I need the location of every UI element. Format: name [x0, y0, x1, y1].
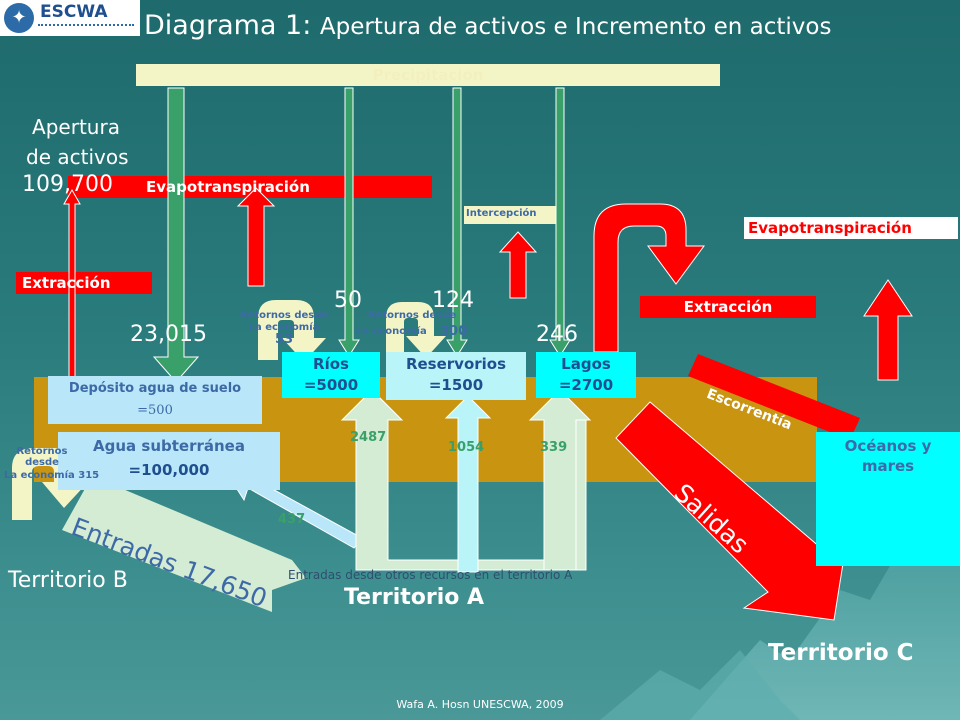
oceanos-line2: mares	[861, 457, 915, 475]
return-reservoirs-label: Retornos desde	[356, 310, 468, 322]
evapotranspiracion-left-bar	[68, 176, 432, 198]
flow-124: 124	[432, 288, 474, 313]
escorrentia-band	[688, 354, 860, 440]
agua-subterranea-line2: =100,000	[128, 461, 210, 479]
inflow-reservoirs-arrow	[444, 395, 492, 573]
territorio-b-label: Territorio B	[8, 568, 128, 593]
flow-437: 437	[278, 512, 306, 527]
deposito-label: Depósito agua de suelo =500	[48, 378, 262, 422]
evapotranspiration-up-arrow	[236, 187, 276, 287]
interception-label: Intercepción	[466, 208, 537, 219]
agua-subterranea-label: Agua subterránea =100,000	[58, 434, 280, 482]
flow-23015: 23,015	[130, 322, 207, 347]
deposito-line2: =500	[137, 403, 173, 418]
inflow-rivers-arrow	[340, 389, 587, 571]
title-main: Diagrama 1:	[144, 10, 312, 41]
territorio-a-label: Territorio A	[344, 585, 485, 610]
return-reservoirs-line1: Retornos desde	[367, 310, 457, 321]
rios-line1: Ríos	[313, 355, 349, 373]
lagos-line1: Lagos	[561, 355, 611, 373]
precipitation-to-reservoirs-arrow	[446, 87, 468, 357]
rios-box	[282, 352, 380, 398]
rios-line2: =5000	[303, 376, 359, 394]
inflow-lakes-arrow	[528, 389, 592, 571]
precipitation-to-soil-arrow	[152, 87, 200, 383]
return-hook-rivers	[258, 300, 326, 362]
evapotranspiration-right-up-arrow	[863, 279, 913, 381]
agua-subterranea-box	[58, 432, 280, 490]
lagos-box	[536, 352, 636, 398]
return-rivers-label: Retornos desde La economía 53	[228, 310, 340, 346]
interception-up-arrow	[498, 231, 538, 299]
flow-246: 246	[536, 322, 578, 347]
extraction-up-arrow	[63, 188, 81, 381]
return-groundwater-line3: La economía 315	[4, 470, 100, 481]
apertura-line1: Apertura	[32, 115, 120, 139]
deposito-line1: Depósito agua de suelo	[68, 381, 242, 396]
logo-decoration	[38, 24, 134, 32]
apertura-label: Apertura de activos	[26, 112, 129, 172]
mountain-decoration	[690, 520, 960, 720]
evapotranspiration-right-label: Evapotranspiración	[748, 219, 912, 237]
apertura-line2: de activos	[26, 145, 129, 169]
entradas-otros-label: Entradas desde otros recursos en el terr…	[288, 568, 573, 582]
extraccion-left-bar	[16, 272, 152, 294]
reservorios-label: Reservorios =1500	[386, 354, 526, 396]
reservorios-line1: Reservorios	[405, 355, 507, 373]
oceanos-label: Océanos y mares	[816, 436, 960, 476]
deposito-box	[48, 376, 262, 424]
rios-label: Ríos =5000	[282, 354, 380, 396]
flow-2487: 2487	[350, 430, 387, 445]
mountain-decoration	[600, 650, 800, 720]
title-sub: Apertura de activos e Incremento en acti…	[319, 14, 832, 40]
return-rivers-line2: La economía	[248, 322, 320, 333]
oceanos-line1: Océanos y	[844, 437, 932, 455]
escwa-logo: ✦ ESCWA	[0, 0, 140, 36]
evapotranspiration-left-label: Evapotranspiración	[146, 178, 310, 196]
return-reservoirs-value: 300	[440, 324, 468, 339]
extraction-right-label: Extracción	[683, 298, 773, 316]
page-title: Diagrama 1: Apertura de activos e Increm…	[144, 10, 831, 41]
precipitation-to-rivers-arrow	[338, 87, 360, 357]
flow-1054: 1054	[448, 440, 485, 455]
return-reservoirs-line2: La economía	[356, 326, 427, 337]
flow-50: 50	[334, 288, 362, 313]
evapotranspiracion-right-bar	[744, 217, 958, 239]
return-rivers-value: 53	[274, 332, 294, 347]
extraccion-right-bar	[640, 296, 816, 318]
flow-339: 339	[540, 440, 568, 455]
precipitation-bar	[136, 64, 720, 86]
entradas-arrow	[62, 476, 306, 612]
reservorios-box	[386, 352, 526, 400]
lagos-line2: =2700	[558, 376, 614, 394]
lakes-extraction-hook-arrow	[593, 203, 705, 353]
lagos-label: Lagos =2700	[536, 354, 636, 396]
return-groundwater-line1: Retornos	[16, 446, 68, 457]
logo-text: ESCWA	[40, 2, 108, 22]
oceanos-box	[816, 432, 960, 566]
footer-credit: Wafa A. Hosn UNESCWA, 2009	[396, 698, 564, 711]
apertura-value: 109,700	[22, 172, 113, 197]
un-emblem-icon: ✦	[4, 3, 34, 33]
territorio-c-label: Territorio C	[768, 640, 914, 666]
return-hook-reservoirs	[386, 302, 446, 360]
extraction-left-label: Extracción	[22, 274, 111, 292]
return-groundwater-label: Retornos desde	[0, 446, 84, 468]
intercepcion-bar	[464, 206, 556, 224]
reservorios-line2: =1500	[428, 376, 484, 394]
return-groundwater-line2: desde	[25, 457, 59, 468]
precipitation-label: Precipitación	[372, 66, 484, 84]
return-rivers-line1: Retornos desde	[239, 310, 329, 321]
agua-subterranea-line1: Agua subterránea	[93, 437, 245, 455]
precipitation-to-lakes-arrow	[549, 87, 571, 357]
